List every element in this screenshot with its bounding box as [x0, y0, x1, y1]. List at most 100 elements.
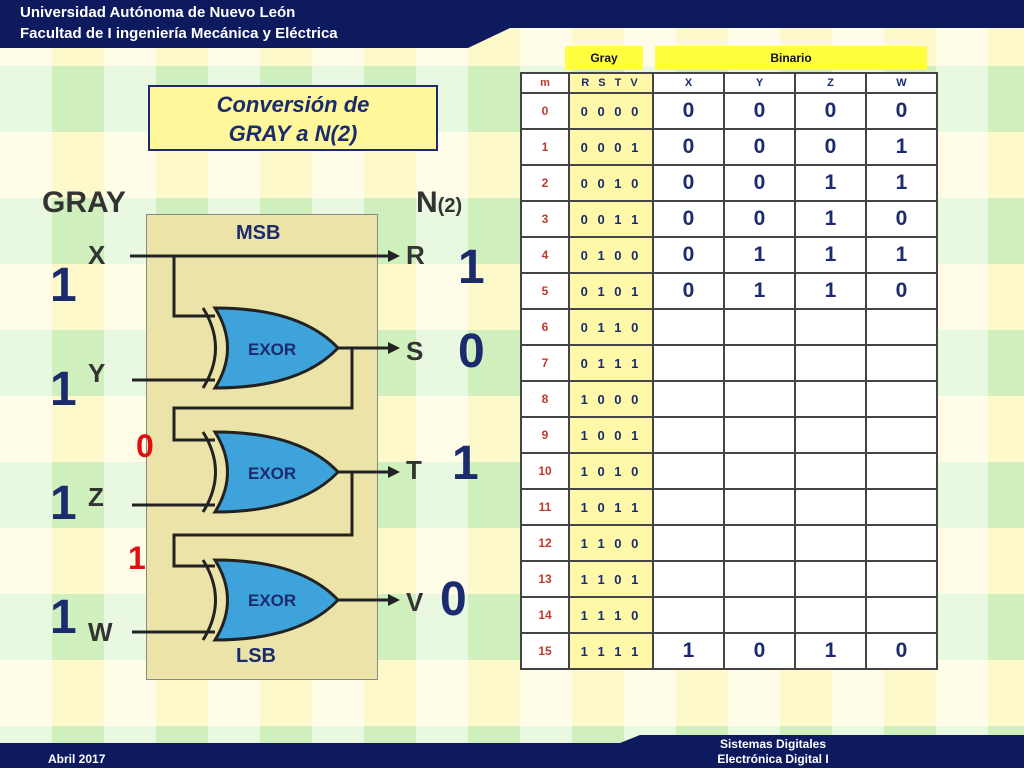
table-header-cell: Z — [794, 72, 867, 94]
binary-cell: 1 — [865, 164, 938, 202]
row-index-cell: 2 — [520, 164, 570, 202]
table-header-cell: m — [520, 72, 570, 94]
binary-cell: 0 — [652, 272, 725, 310]
output-v-value: 0 — [440, 573, 467, 626]
header-banner — [0, 0, 1024, 48]
binary-cell — [652, 344, 725, 382]
binary-cell — [794, 308, 867, 346]
binary-cell — [865, 524, 938, 562]
arrow-v — [388, 594, 400, 606]
binary-cell: 1 — [794, 236, 867, 274]
row-index-cell: 13 — [520, 560, 570, 598]
binary-cell — [865, 308, 938, 346]
university-name: Universidad Autónoma de Nuevo León — [20, 4, 296, 21]
binary-cell: 0 — [652, 236, 725, 274]
tab-binario: Binario — [655, 46, 927, 70]
input-y-value: 1 — [50, 363, 77, 416]
binary-cell — [652, 380, 725, 418]
wire-x-gate1 — [172, 256, 215, 318]
xor-gate-2 — [201, 430, 341, 514]
binary-cell: 0 — [794, 92, 867, 130]
binary-cell — [723, 596, 796, 634]
gray-code-cell: 1 0 0 1 — [568, 416, 654, 454]
row-index-cell: 12 — [520, 524, 570, 562]
table-header-cell: R S T V — [568, 72, 654, 94]
binary-cell: 1 — [723, 272, 796, 310]
output-s-label: S — [406, 336, 424, 366]
binary-cell — [723, 380, 796, 418]
row-index-cell: 0 — [520, 92, 570, 130]
binary-cell: 0 — [865, 632, 938, 670]
wire-gate1-gate2 — [172, 348, 354, 442]
binary-cell: 1 — [794, 272, 867, 310]
tab-gray: Gray — [565, 46, 643, 70]
binary-cell — [865, 452, 938, 490]
output-r-value: 1 — [458, 241, 485, 294]
gray-code-cell: 0 0 0 1 — [568, 128, 654, 166]
binary-cell — [794, 488, 867, 526]
output-t-label: T — [406, 455, 422, 485]
n2-subscript: (2) — [437, 195, 463, 217]
binary-cell: 1 — [794, 164, 867, 202]
binary-cell: 0 — [723, 200, 796, 238]
binary-cell — [652, 452, 725, 490]
gray-code-cell: 1 0 1 0 — [568, 452, 654, 490]
binary-cell: 1 — [865, 236, 938, 274]
binary-cell — [794, 560, 867, 598]
intermediate-value-1: 0 — [136, 428, 154, 464]
binary-cell — [723, 416, 796, 454]
gray-code-cell: 1 0 0 0 — [568, 380, 654, 418]
binary-cell — [794, 380, 867, 418]
faculty-name: Facultad de I ingeniería Mecánica y Eléc… — [20, 25, 338, 42]
row-index-cell: 9 — [520, 416, 570, 454]
binary-cell — [652, 308, 725, 346]
gray-label: GRAY — [42, 186, 126, 219]
output-v-label: V — [406, 587, 424, 617]
binary-cell — [865, 416, 938, 454]
arrow-r — [388, 250, 400, 262]
xor-gate-2-label: EXOR — [248, 464, 297, 483]
gray-code-cell: 0 0 1 1 — [568, 200, 654, 238]
input-w-value: 1 — [50, 591, 77, 644]
binary-cell — [723, 524, 796, 562]
footer-date: Abril 2017 — [48, 752, 106, 766]
binary-cell: 1 — [723, 236, 796, 274]
binary-cell: 1 — [794, 632, 867, 670]
row-index-cell: 4 — [520, 236, 570, 274]
binary-cell: 1 — [652, 632, 725, 670]
binary-cell: 0 — [723, 92, 796, 130]
binary-cell — [723, 452, 796, 490]
binary-cell — [794, 344, 867, 382]
binary-cell: 0 — [865, 92, 938, 130]
xor-gate-3 — [201, 558, 341, 642]
binary-cell — [794, 452, 867, 490]
xor-gate-3-label: EXOR — [248, 591, 297, 610]
row-index-cell: 6 — [520, 308, 570, 346]
row-index-cell: 5 — [520, 272, 570, 310]
gray-code-cell: 0 1 1 1 — [568, 344, 654, 382]
arrow-s — [388, 342, 400, 354]
binary-cell — [723, 488, 796, 526]
arrowheads — [388, 250, 400, 606]
binary-cell — [865, 488, 938, 526]
title-line-2: GRAY a N(2) — [228, 121, 358, 146]
gray-code-cell: 0 0 1 0 — [568, 164, 654, 202]
binary-cell — [723, 308, 796, 346]
gray-code-cell: 0 0 0 0 — [568, 92, 654, 130]
n2-label: N(2) — [416, 186, 463, 219]
output-t-value: 1 — [452, 437, 479, 490]
gray-code-cell: 1 1 1 0 — [568, 596, 654, 634]
arrow-t — [388, 466, 400, 478]
